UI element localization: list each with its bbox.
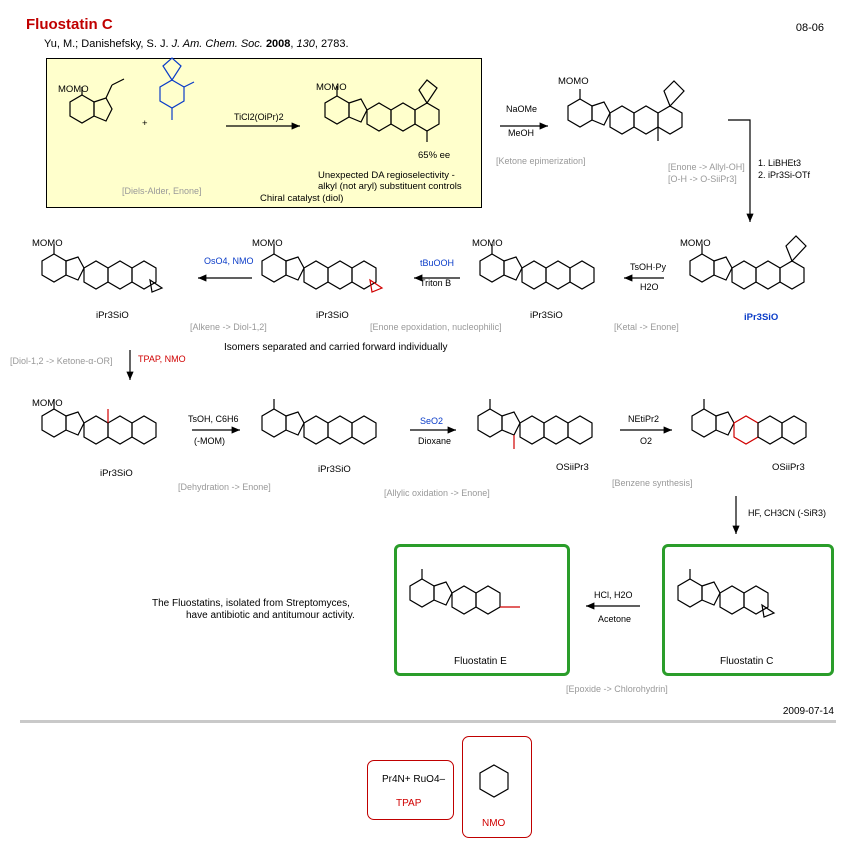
reagent-step12-top: HCl, H2O bbox=[594, 590, 633, 600]
nmo-structure bbox=[479, 764, 509, 798]
mom-label: MOMO bbox=[316, 82, 347, 93]
epimer-product bbox=[567, 80, 685, 141]
ketal-reactant bbox=[159, 57, 195, 120]
reagent-step1: TiCl2(OiPr)2 bbox=[234, 112, 284, 122]
description-line1: The Fluostatins, isolated from Streptomy… bbox=[152, 598, 350, 609]
reagent-step2-bottom: MeOH bbox=[508, 128, 535, 138]
tpap-label: TPAP bbox=[396, 798, 422, 809]
tpap-formula: Pr4N+ RuO4– bbox=[382, 774, 446, 785]
mom-label: MOMO bbox=[58, 84, 89, 95]
label-step8: [Dehydration -> Enone] bbox=[178, 482, 271, 492]
reagent-step8-top: TsOH, C6H6 bbox=[188, 414, 239, 424]
reagent-step12-bottom: Acetone bbox=[598, 614, 632, 624]
ref-year: 2008 bbox=[265, 38, 291, 50]
da-product bbox=[324, 79, 440, 142]
label-step4: [Ketal -> Enone] bbox=[614, 322, 679, 332]
catalyst-label: Chiral catalyst (diol) bbox=[260, 193, 344, 204]
label-step10: [Benzene synthesis] bbox=[612, 478, 693, 488]
tips-label: iPr3SiO bbox=[316, 310, 349, 321]
tips-label: iPr3SiO bbox=[744, 312, 779, 323]
tips-label: OSiiPr3 bbox=[772, 462, 805, 473]
fluostatin-c-structure bbox=[677, 569, 776, 618]
diol-product bbox=[41, 244, 164, 293]
ref-authors: Yu, M.; Danishefsky, S. J. bbox=[44, 38, 169, 50]
ref-pages: , 2783. bbox=[314, 38, 349, 50]
label-step7: [Diol-1,2 -> Ketone-α-OR] bbox=[10, 356, 113, 366]
reagent-step6: OsO4, NMO bbox=[204, 256, 254, 266]
diels-alder-box bbox=[46, 58, 482, 208]
tips-label: iPr3SiO bbox=[530, 310, 563, 321]
ref-journal: J. Am. Chem. Soc. bbox=[171, 38, 263, 50]
tips-label: iPr3SiO bbox=[96, 310, 129, 321]
label-step6: [Alkene -> Diol-1,2] bbox=[190, 322, 267, 332]
reagent-step2-top: NaOMe bbox=[506, 104, 538, 114]
tips-label: iPr3SiO bbox=[100, 468, 133, 479]
description-line2: have antibiotic and antitumour activity. bbox=[186, 610, 355, 621]
note-line1: Unexpected DA regioselectivity - bbox=[318, 170, 455, 181]
mom-label: MOMO bbox=[472, 238, 503, 249]
fluostatin-e-structure bbox=[409, 569, 520, 615]
tips-label: OSiiPr3 bbox=[556, 462, 589, 473]
reference: Yu, M.; Danishefsky, S. J. J. Am. Chem. … bbox=[44, 38, 349, 50]
reagent-step3-2: 2. iPr3Si-OTf bbox=[758, 170, 811, 180]
silyl-ether-ketal bbox=[689, 235, 807, 290]
reagent-step11: HF, CH3CN (-SiR3) bbox=[748, 508, 827, 518]
benzene-product bbox=[691, 399, 807, 445]
indene-reactant bbox=[69, 78, 125, 124]
mom-label: MOMO bbox=[680, 238, 711, 249]
label-step2: [Ketone epimerization] bbox=[496, 156, 586, 166]
reagent-step5-bottom: Triton B bbox=[420, 278, 452, 288]
plus-sign: + bbox=[142, 118, 148, 129]
ref-volume: 130 bbox=[296, 38, 315, 50]
label-step1: [Diels-Alder, Enone] bbox=[122, 186, 202, 196]
reagent-step7: TPAP, NMO bbox=[138, 354, 186, 364]
label-step12: [Epoxide -> Chlorohydrin] bbox=[566, 684, 668, 694]
tips-label: iPr3SiO bbox=[318, 464, 351, 475]
nmo-box bbox=[462, 736, 532, 838]
dehydrated-product bbox=[261, 399, 377, 445]
reagent-step8-bottom: (-MOM) bbox=[194, 436, 225, 446]
mom-label: MOMO bbox=[32, 398, 63, 409]
label-step3-1: [Enone -> Allyl-OH] bbox=[668, 162, 745, 172]
fluostatin-c-label: Fluostatin C bbox=[720, 656, 774, 667]
label-step5: [Enone epoxidation, nucleophilic] bbox=[370, 322, 502, 332]
mom-label: MOMO bbox=[32, 238, 63, 249]
isomer-note: Isomers separated and carried forward in… bbox=[224, 342, 448, 353]
arrow-step3 bbox=[728, 119, 754, 222]
reagent-step3-1: 1. LiBHEt3 bbox=[758, 158, 802, 168]
date-label: 2009-07-14 bbox=[782, 706, 834, 717]
fluostatin-c-box bbox=[662, 544, 834, 676]
tpap-box bbox=[367, 760, 454, 820]
fluostatin-e-label: Fluostatin E bbox=[454, 656, 507, 667]
page-code: 08-06 bbox=[795, 22, 824, 34]
label-step3-2: [O-H -> O-SiiPr3] bbox=[668, 174, 737, 184]
reagent-step10-bottom: O2 bbox=[640, 436, 653, 446]
note-line2: alkyl (not aryl) substituent controls bbox=[318, 181, 462, 192]
epoxide-product bbox=[261, 244, 384, 293]
page-title: Fluostatin C bbox=[26, 16, 113, 33]
enone-product bbox=[479, 244, 595, 290]
mom-label: MOMO bbox=[252, 238, 283, 249]
reagent-step4-bottom: H2O bbox=[640, 282, 659, 292]
reagent-step5-top: tBuOOH bbox=[420, 258, 455, 268]
reagent-step10-top: NEtiPr2 bbox=[628, 414, 660, 424]
allylic-ox-product bbox=[477, 399, 593, 449]
reagent-step4-top: TsOH·Py bbox=[630, 262, 666, 272]
label-step9: [Allylic oxidation -> Enone] bbox=[384, 488, 490, 498]
ee-value: 65% ee bbox=[418, 150, 451, 161]
mom-label: MOMO bbox=[558, 76, 589, 87]
divider bbox=[20, 720, 836, 723]
reagent-step9-top: SeO2 bbox=[420, 416, 444, 426]
nmo-label: NMO bbox=[482, 818, 506, 829]
ketone-product bbox=[41, 399, 157, 445]
reagent-step9-bottom: Dioxane bbox=[418, 436, 452, 446]
